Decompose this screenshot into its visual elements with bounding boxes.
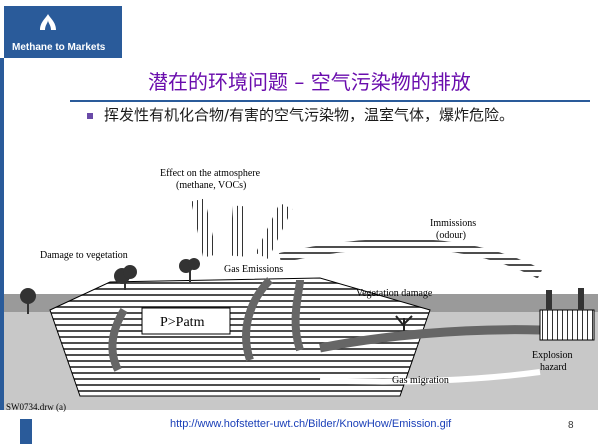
atmosphere-arrow-2 <box>229 205 247 257</box>
gas-arrow-left <box>108 307 128 372</box>
emission-diagram: Effect on the atmosphere (methane, VOCs)… <box>4 168 598 412</box>
brand-logo: Methane to Markets <box>4 6 122 58</box>
left-accent-bar <box>0 58 4 410</box>
title-divider <box>70 100 590 102</box>
drawing-reference: SW0734.drw (a) <box>6 402 66 412</box>
gas-emissions-label: Gas Emissions <box>224 264 283 275</box>
factory-building <box>539 288 595 341</box>
gas-arrow-mid <box>242 277 273 362</box>
slide-title: 潜在的环境问题 – 空气污染物的排放 <box>148 70 471 94</box>
brand-name: Methane to Markets <box>12 42 106 53</box>
pressure-label: P>Patm <box>160 315 205 330</box>
tree-left <box>20 288 36 314</box>
bullet-text: 挥发性有机化合物/有害的空气污染物，温室气体，爆炸危险。 <box>104 106 515 124</box>
migration-arrow-upper <box>319 325 541 353</box>
flame-icon <box>40 14 56 30</box>
tree-center <box>179 258 200 282</box>
source-link[interactable]: http://www.hofstetter-uwt.ch/Bilder/Know… <box>170 418 452 430</box>
atmosphere-arrow-3 <box>255 202 293 260</box>
bullet-marker <box>87 113 93 119</box>
migration-arrow-lower <box>319 369 541 385</box>
explosion-sublabel: hazard <box>540 362 567 373</box>
immissions-sublabel: (odour) <box>436 230 466 241</box>
gas-migration-label: Gas migration <box>392 375 449 386</box>
immissions-label: Immissions <box>430 218 476 229</box>
page-number: 8 <box>568 420 574 431</box>
atmosphere-sublabel: (methane, VOCs) <box>176 180 246 191</box>
explosion-label: Explosion <box>532 350 573 361</box>
footer-accent-bar <box>20 419 32 444</box>
damage-vegetation-label: Damage to vegetation <box>40 250 128 261</box>
vegetation-damage-label: Vegetation damage <box>356 288 433 299</box>
gas-arrow-right <box>291 279 304 352</box>
pressure-box <box>141 307 231 335</box>
atmosphere-label: Effect on the atmosphere <box>160 168 261 179</box>
immission-arrow <box>278 238 543 279</box>
tree-top <box>114 265 137 290</box>
atmosphere-arrow-1 <box>191 198 217 258</box>
